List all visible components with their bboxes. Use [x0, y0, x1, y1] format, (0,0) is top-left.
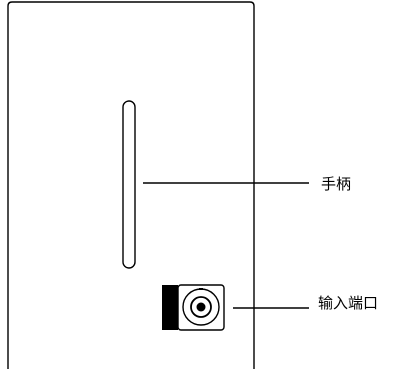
- input-port-block: [162, 285, 178, 330]
- device-body-outline: [7, 1, 255, 369]
- input-port-center-pin: [196, 302, 206, 312]
- input-port-label: 输入端口: [318, 294, 378, 312]
- input-port: [162, 284, 225, 331]
- input-port-key-notch: [199, 288, 203, 290]
- handle-label: 手柄: [321, 175, 351, 193]
- handle-slot: [122, 100, 136, 269]
